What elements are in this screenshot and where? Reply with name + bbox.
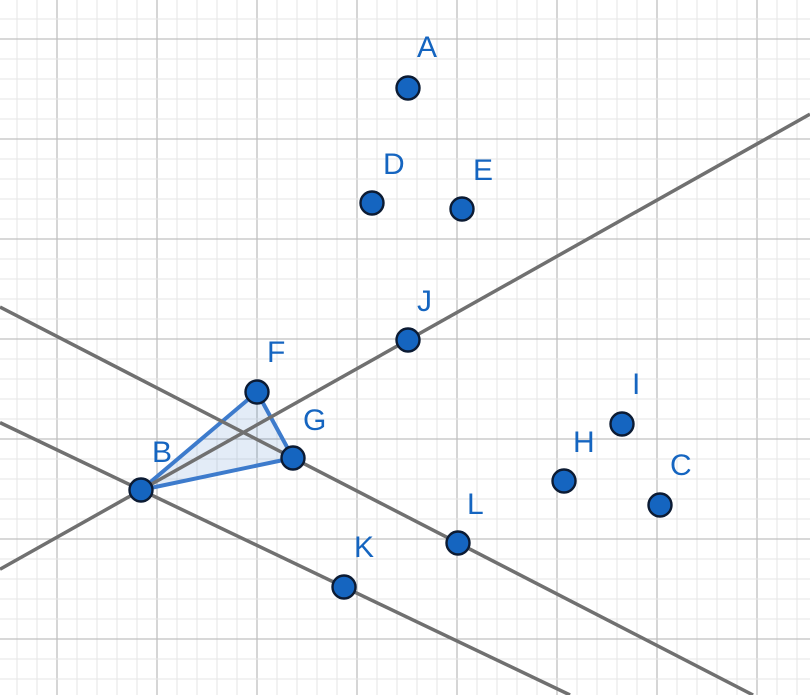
point-F[interactable]: [244, 379, 270, 405]
label-L: L: [467, 488, 484, 521]
triangle-edge-GB[interactable]: [139, 456, 295, 492]
point-H[interactable]: [551, 468, 577, 494]
label-F: F: [267, 336, 286, 369]
point-K[interactable]: [331, 574, 357, 600]
label-G: G: [303, 404, 327, 437]
label-D: D: [383, 148, 405, 181]
points: [128, 75, 673, 600]
point-A[interactable]: [395, 75, 421, 101]
label-C: C: [670, 449, 692, 482]
line-GL[interactable]: [0, 305, 754, 695]
lines: [0, 112, 810, 695]
point-D[interactable]: [359, 190, 385, 216]
label-K: K: [354, 531, 375, 564]
point-E[interactable]: [449, 196, 475, 222]
triangle-edge-BF[interactable]: [139, 390, 259, 492]
point-I[interactable]: [609, 411, 635, 437]
point-B[interactable]: [128, 477, 154, 503]
point-L[interactable]: [445, 530, 471, 556]
label-I: I: [632, 368, 641, 401]
label-B: B: [152, 436, 173, 469]
label-A: A: [417, 31, 438, 64]
label-J: J: [417, 285, 432, 318]
label-E: E: [473, 154, 494, 187]
point-C[interactable]: [647, 492, 673, 518]
point-J[interactable]: [395, 327, 421, 353]
label-H: H: [573, 426, 595, 459]
line-BK[interactable]: [0, 421, 571, 695]
point-G[interactable]: [280, 445, 306, 471]
